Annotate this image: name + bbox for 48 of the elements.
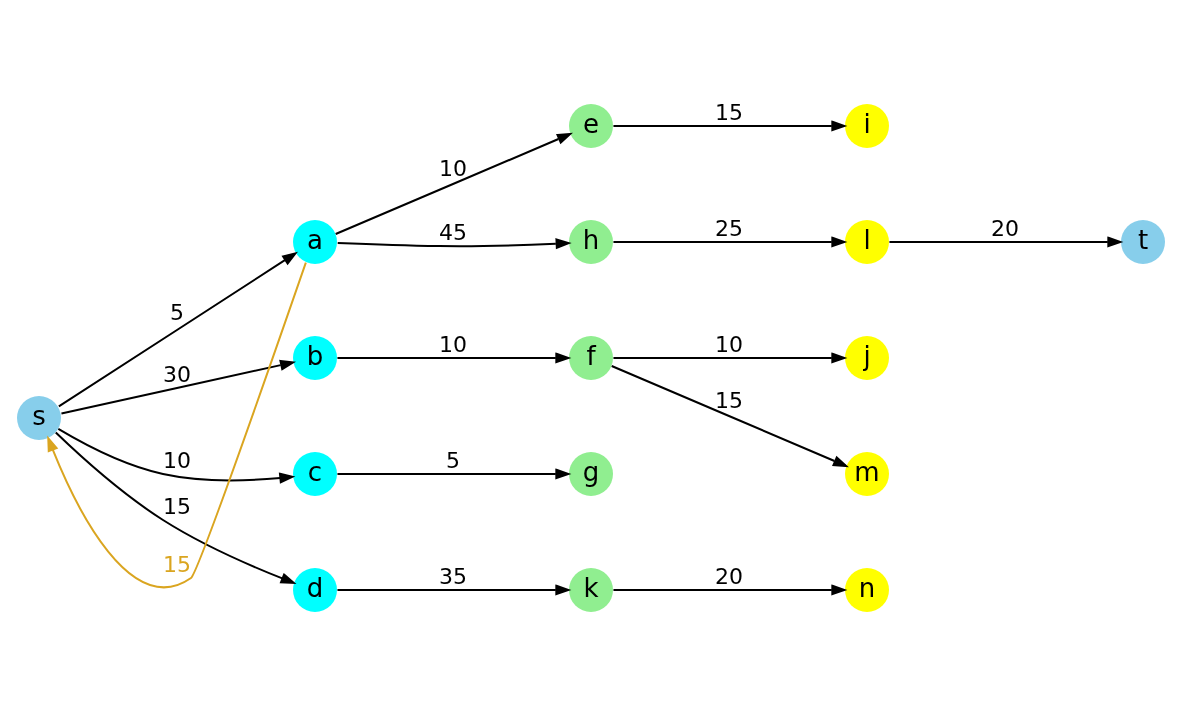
arrow: [612, 583, 848, 596]
edge-label: 45: [439, 219, 467, 245]
edge-label: 5: [170, 299, 184, 325]
edge-label: 5: [446, 447, 460, 473]
node-circle: h: [569, 219, 613, 264]
arrow: [610, 364, 849, 467]
edge-label: 25: [715, 215, 743, 241]
edge-label: 10: [439, 155, 467, 181]
arrow: [57, 427, 296, 484]
arrow: [336, 467, 572, 480]
node-circle: c: [293, 451, 337, 496]
edge-label: 35: [439, 563, 467, 589]
node-circle: j: [845, 335, 889, 380]
arrow: [336, 583, 572, 596]
node-circle: l: [845, 219, 889, 264]
arrow: [54, 431, 297, 584]
arrow: [612, 119, 848, 132]
node-circle: b: [293, 335, 337, 380]
arrow: [47, 261, 307, 588]
arrow: [336, 237, 572, 249]
arrow: [612, 235, 848, 248]
node-circle: a: [293, 219, 337, 264]
arrow: [57, 251, 298, 407]
edge-label: 10: [715, 331, 743, 357]
node-circle: e: [569, 103, 613, 148]
edge-label: 10: [439, 331, 467, 357]
edge-label: 10: [163, 447, 191, 473]
edge-label: 15: [163, 551, 191, 577]
node-circle: n: [845, 567, 889, 612]
edge-label: 15: [715, 387, 743, 413]
node-circle: f: [569, 335, 613, 380]
node-circle: t: [1121, 219, 1165, 264]
arrow: [612, 351, 848, 364]
node-circle: s: [17, 395, 61, 440]
node-circle: d: [293, 567, 337, 612]
edge-label: 15: [715, 99, 743, 125]
arrow: [888, 235, 1124, 248]
node-circle: k: [569, 567, 613, 612]
edge-label: 15: [163, 493, 191, 519]
arrow: [60, 359, 296, 414]
node-circle: i: [845, 103, 889, 148]
edge-label: 20: [715, 563, 743, 589]
edge-label: 20: [991, 215, 1019, 241]
arrow: [334, 132, 573, 235]
arrow: [336, 351, 572, 364]
node-circle: g: [569, 451, 613, 496]
edge-label: 30: [163, 361, 191, 387]
node-circle: m: [845, 451, 889, 496]
